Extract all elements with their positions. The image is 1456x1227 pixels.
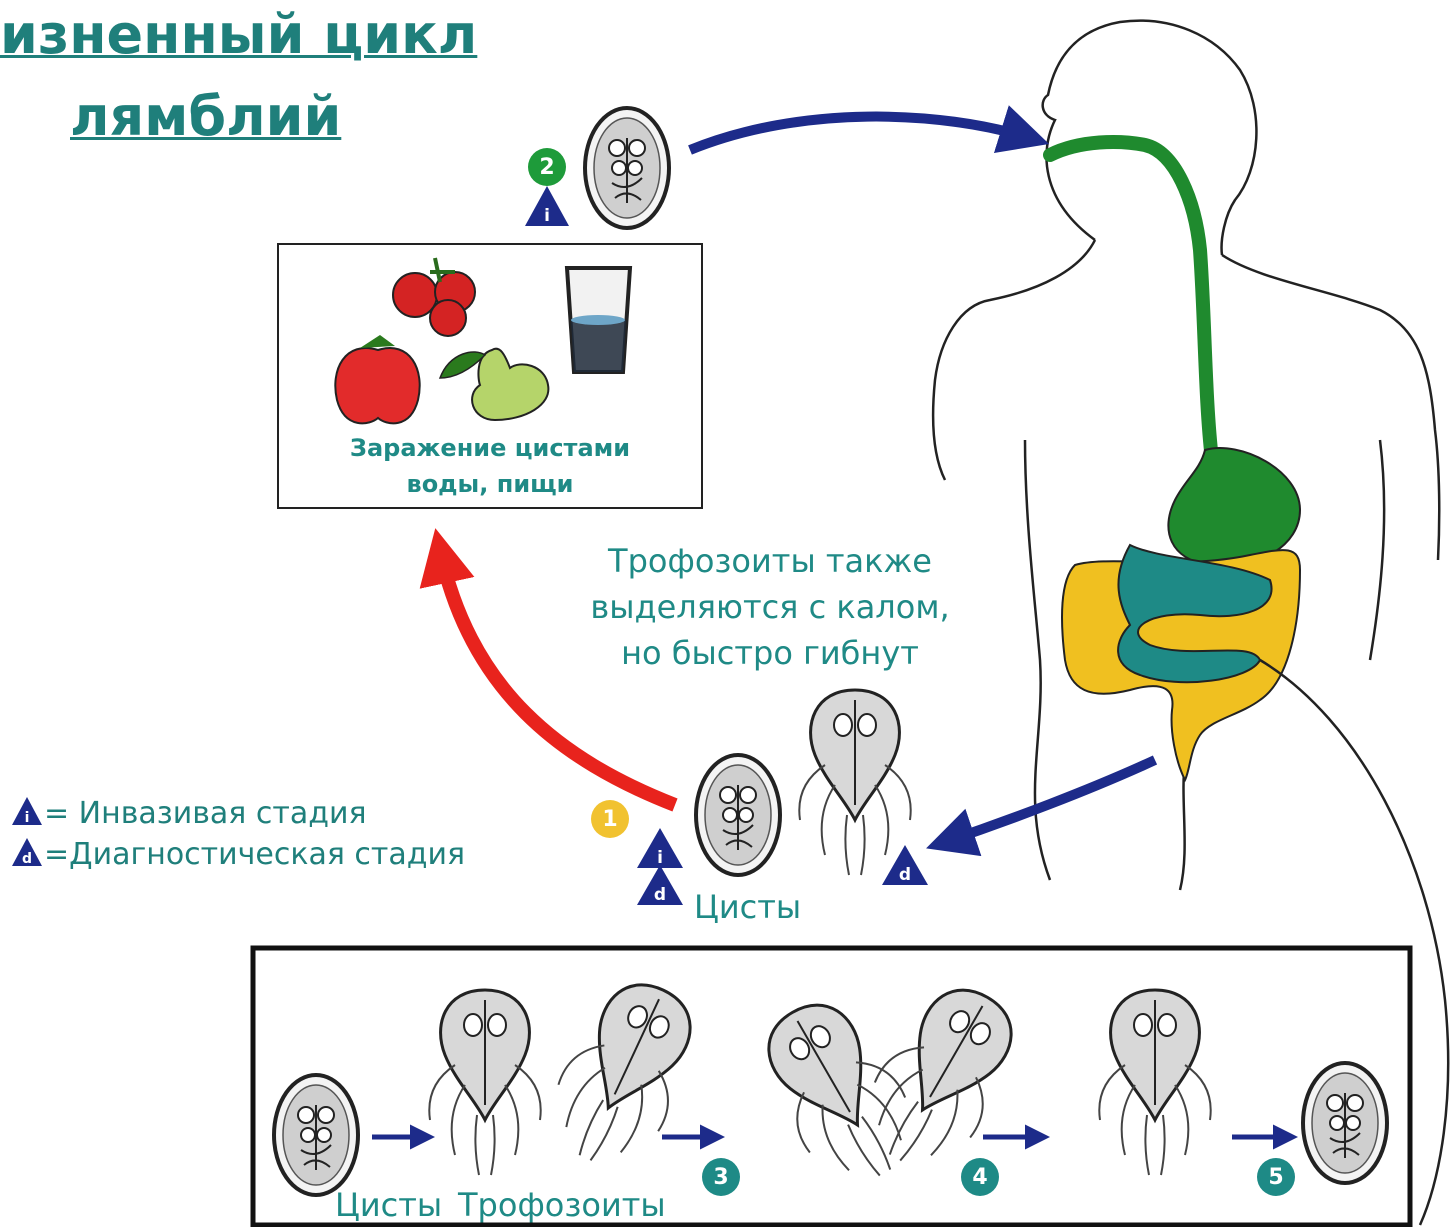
trophozoite-note: Трофозоиты также выделяются с калом, но … bbox=[560, 538, 980, 676]
svg-text:i: i bbox=[25, 810, 30, 826]
esophagus bbox=[1050, 142, 1212, 460]
svg-text:d: d bbox=[22, 851, 32, 867]
cyst-image bbox=[1303, 1063, 1387, 1183]
note-line1: Трофозоиты также bbox=[560, 538, 980, 584]
infection-caption: Заражение цистами воды, пищи bbox=[278, 430, 702, 502]
stage-5-badge: 5 bbox=[1257, 1158, 1295, 1196]
triangle-d-icon: d bbox=[637, 865, 683, 905]
trophozoites-bottom-label: Трофозоиты bbox=[458, 1186, 666, 1224]
infection-caption-line1: Заражение цистами bbox=[278, 430, 702, 466]
legend-diagnostic: d =Диагностическая стадия bbox=[10, 836, 465, 872]
trophozoite-image bbox=[429, 990, 540, 1175]
stage-1-badge: 1 bbox=[591, 800, 629, 838]
trophozoite-image bbox=[1099, 990, 1210, 1175]
infection-caption-line2: воды, пищи bbox=[278, 466, 702, 502]
stage-3-badge: 3 bbox=[702, 1158, 740, 1196]
cysts-bottom-label: Цисты bbox=[335, 1186, 442, 1224]
cyst-image bbox=[585, 108, 669, 228]
cyst-image bbox=[696, 755, 780, 875]
legend-invasive-text: = Инвазивая стадия bbox=[44, 796, 367, 831]
stomach bbox=[1168, 448, 1300, 566]
triangle-i-icon: i bbox=[525, 186, 569, 226]
triangle-d-icon: d bbox=[10, 836, 44, 868]
stage-4-badge: 4 bbox=[961, 1158, 999, 1196]
note-line3: но быстро гибнут bbox=[560, 630, 980, 676]
trophozoite-image bbox=[799, 690, 910, 875]
dividing-trophozoite bbox=[535, 967, 714, 1182]
cysts-label: Цисты bbox=[694, 888, 801, 926]
arrow-to-mouth bbox=[690, 117, 1030, 150]
triangle-d-icon: d bbox=[882, 845, 928, 885]
svg-text:d: d bbox=[654, 885, 666, 905]
triangle-i-icon: i bbox=[10, 795, 44, 827]
water-glass-icon bbox=[567, 268, 630, 372]
arrow-from-intestine bbox=[945, 760, 1155, 842]
legend-invasive: i = Инвазивая стадия bbox=[10, 795, 367, 831]
stage-2-badge: 2 bbox=[528, 148, 566, 186]
legend-diagnostic-text: =Диагностическая стадия bbox=[44, 837, 465, 872]
svg-text:i: i bbox=[544, 206, 550, 226]
cyst-image bbox=[274, 1075, 358, 1195]
svg-text:d: d bbox=[899, 865, 911, 885]
note-line2: выделяются с калом, bbox=[560, 584, 980, 630]
triangle-i-icon: i bbox=[637, 828, 683, 868]
